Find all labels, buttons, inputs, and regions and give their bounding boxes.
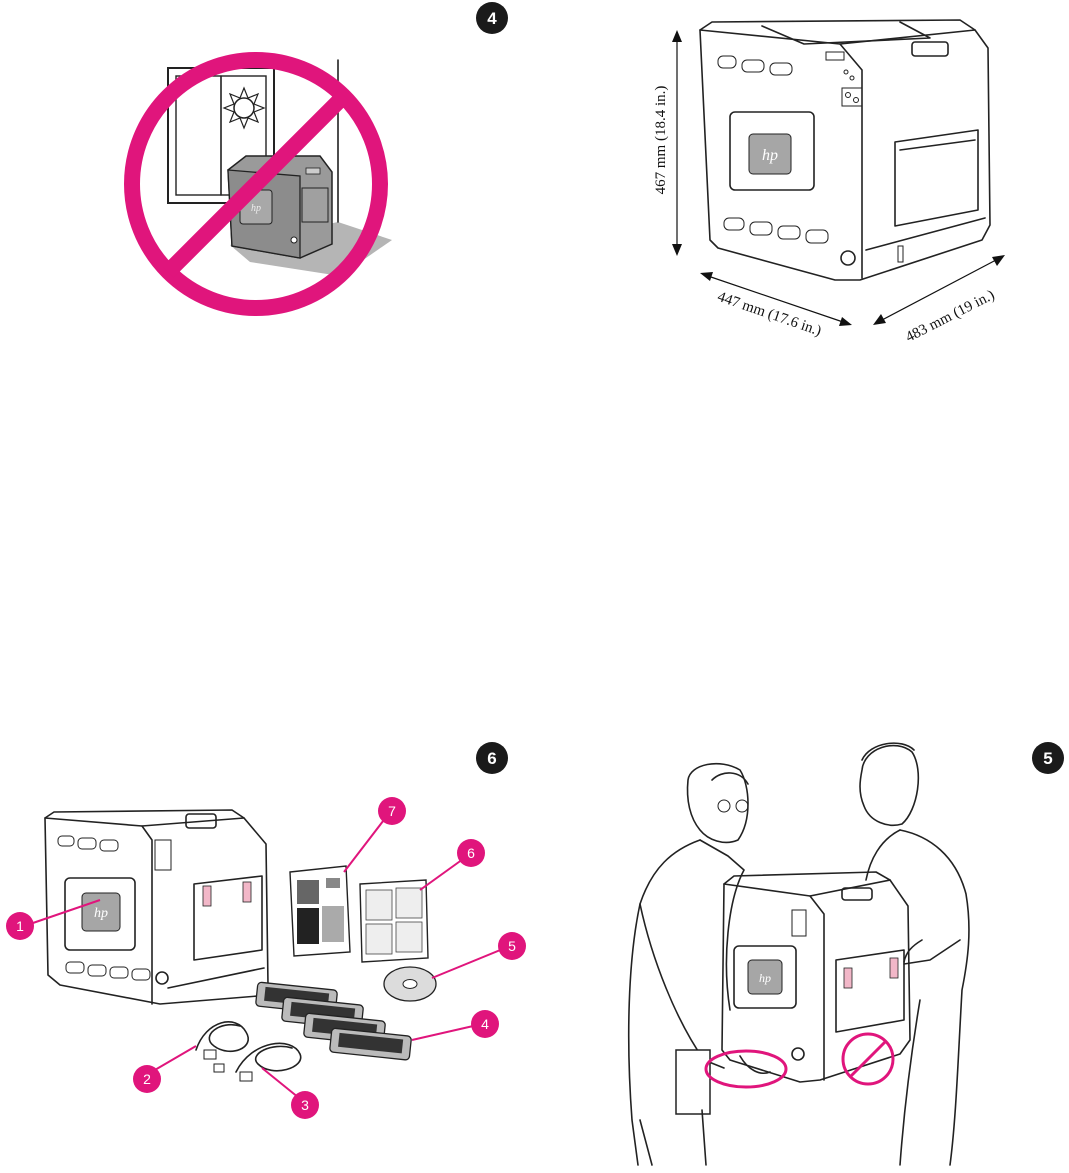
correct-lift-point <box>706 1051 786 1087</box>
contents-printer-logo: hp <box>94 906 108 921</box>
left-person <box>629 764 748 1165</box>
second-cord-icon <box>236 1043 301 1081</box>
svg-text:4: 4 <box>487 9 497 28</box>
small-printer-logo: hp <box>251 203 261 214</box>
callout-7: 7 <box>378 797 406 825</box>
height-label: 467 mm (18.4 in.) <box>653 86 669 195</box>
callout-6: 6 <box>457 839 485 867</box>
svg-text:4: 4 <box>481 1016 489 1032</box>
box-contents-illustration: hp <box>6 797 526 1119</box>
svg-text:5: 5 <box>508 938 516 954</box>
callout-4: 4 <box>471 1010 499 1038</box>
svg-text:2: 2 <box>143 1071 151 1087</box>
callout-5: 5 <box>498 932 526 960</box>
cd-sleeve <box>360 880 428 962</box>
step-5-badge: 5 <box>1032 742 1064 774</box>
large-printer-logo: hp <box>762 147 778 164</box>
callout-3: 3 <box>291 1091 319 1119</box>
height-dimension: 467 mm (18.4 in.) <box>653 30 682 256</box>
width-dimension: 447 mm (17.6 in.) <box>700 272 852 339</box>
lifting-illustration: hp <box>629 743 969 1165</box>
svg-text:6: 6 <box>467 845 475 861</box>
packing-tape <box>844 968 852 988</box>
getting-started-guide <box>290 866 350 956</box>
lifted-printer-logo: hp <box>759 971 771 985</box>
step-4-badge: 4 <box>476 2 508 34</box>
svg-text:7: 7 <box>388 803 396 819</box>
depth-label: 483 mm (19 in.) <box>903 287 997 346</box>
cd-icon <box>384 967 436 1001</box>
packing-tape <box>203 886 211 906</box>
callout-2: 2 <box>133 1065 161 1093</box>
packing-tape <box>243 882 251 902</box>
packing-tape <box>890 958 898 978</box>
large-printer: hp <box>700 20 990 280</box>
callout-leaders <box>30 812 510 1102</box>
no-sunlight-illustration: hp <box>132 60 392 308</box>
printer-dimensions-illustration: hp 467 mm (18.4 i <box>653 20 1005 346</box>
svg-text:5: 5 <box>1043 749 1052 768</box>
svg-text:6: 6 <box>487 749 496 768</box>
svg-text:1: 1 <box>16 918 24 934</box>
svg-text:3: 3 <box>301 1097 309 1113</box>
callout-1: 1 <box>6 912 34 940</box>
step-6-badge: 6 <box>476 742 508 774</box>
